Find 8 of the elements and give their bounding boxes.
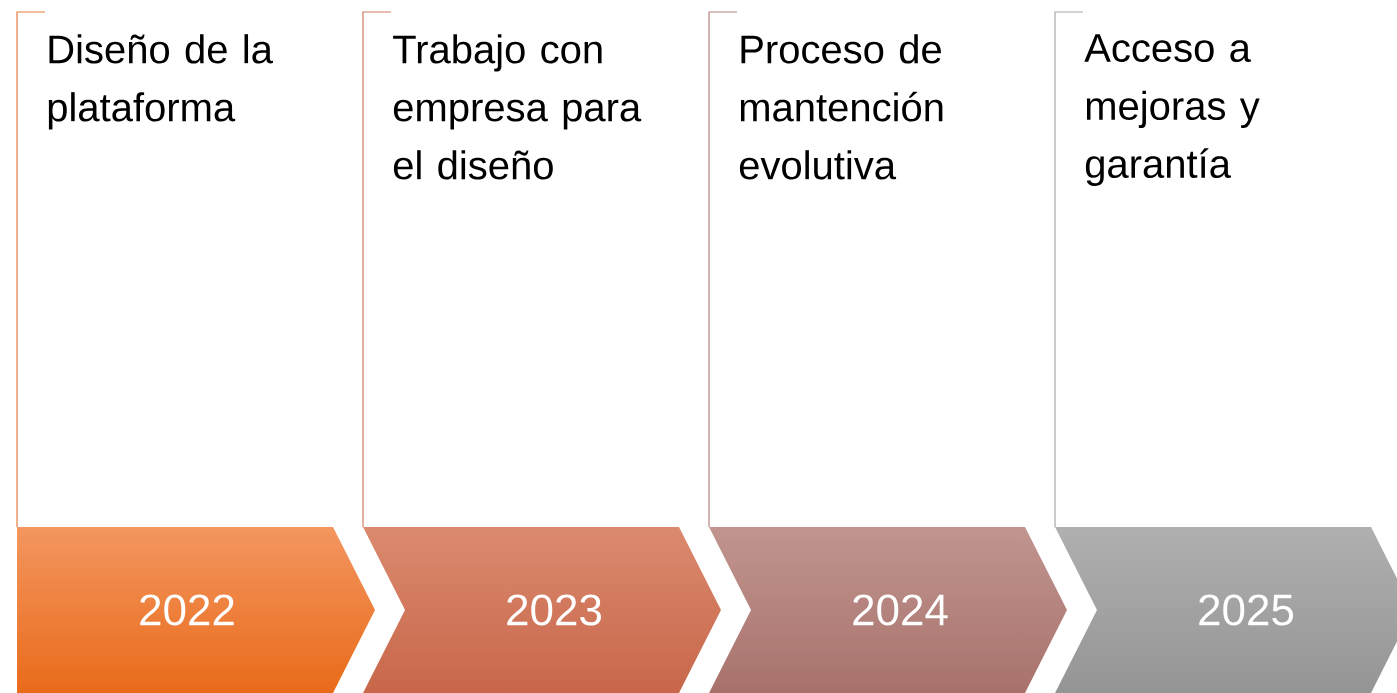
timeline-panel: Acceso a mejoras y garantía <box>1054 11 1260 528</box>
timeline-panel: Diseño de la plataforma <box>16 11 273 528</box>
chevron: 2022 <box>140 594 234 626</box>
chevron: 2025 <box>1199 594 1294 626</box>
timeline-panel: Trabajo con empresa para el diseño <box>362 11 642 528</box>
chevron: 2023 <box>507 594 601 626</box>
timeline-panel: Proceso de mantención evolutiva <box>708 11 943 528</box>
chevron: 2024 <box>853 594 948 626</box>
